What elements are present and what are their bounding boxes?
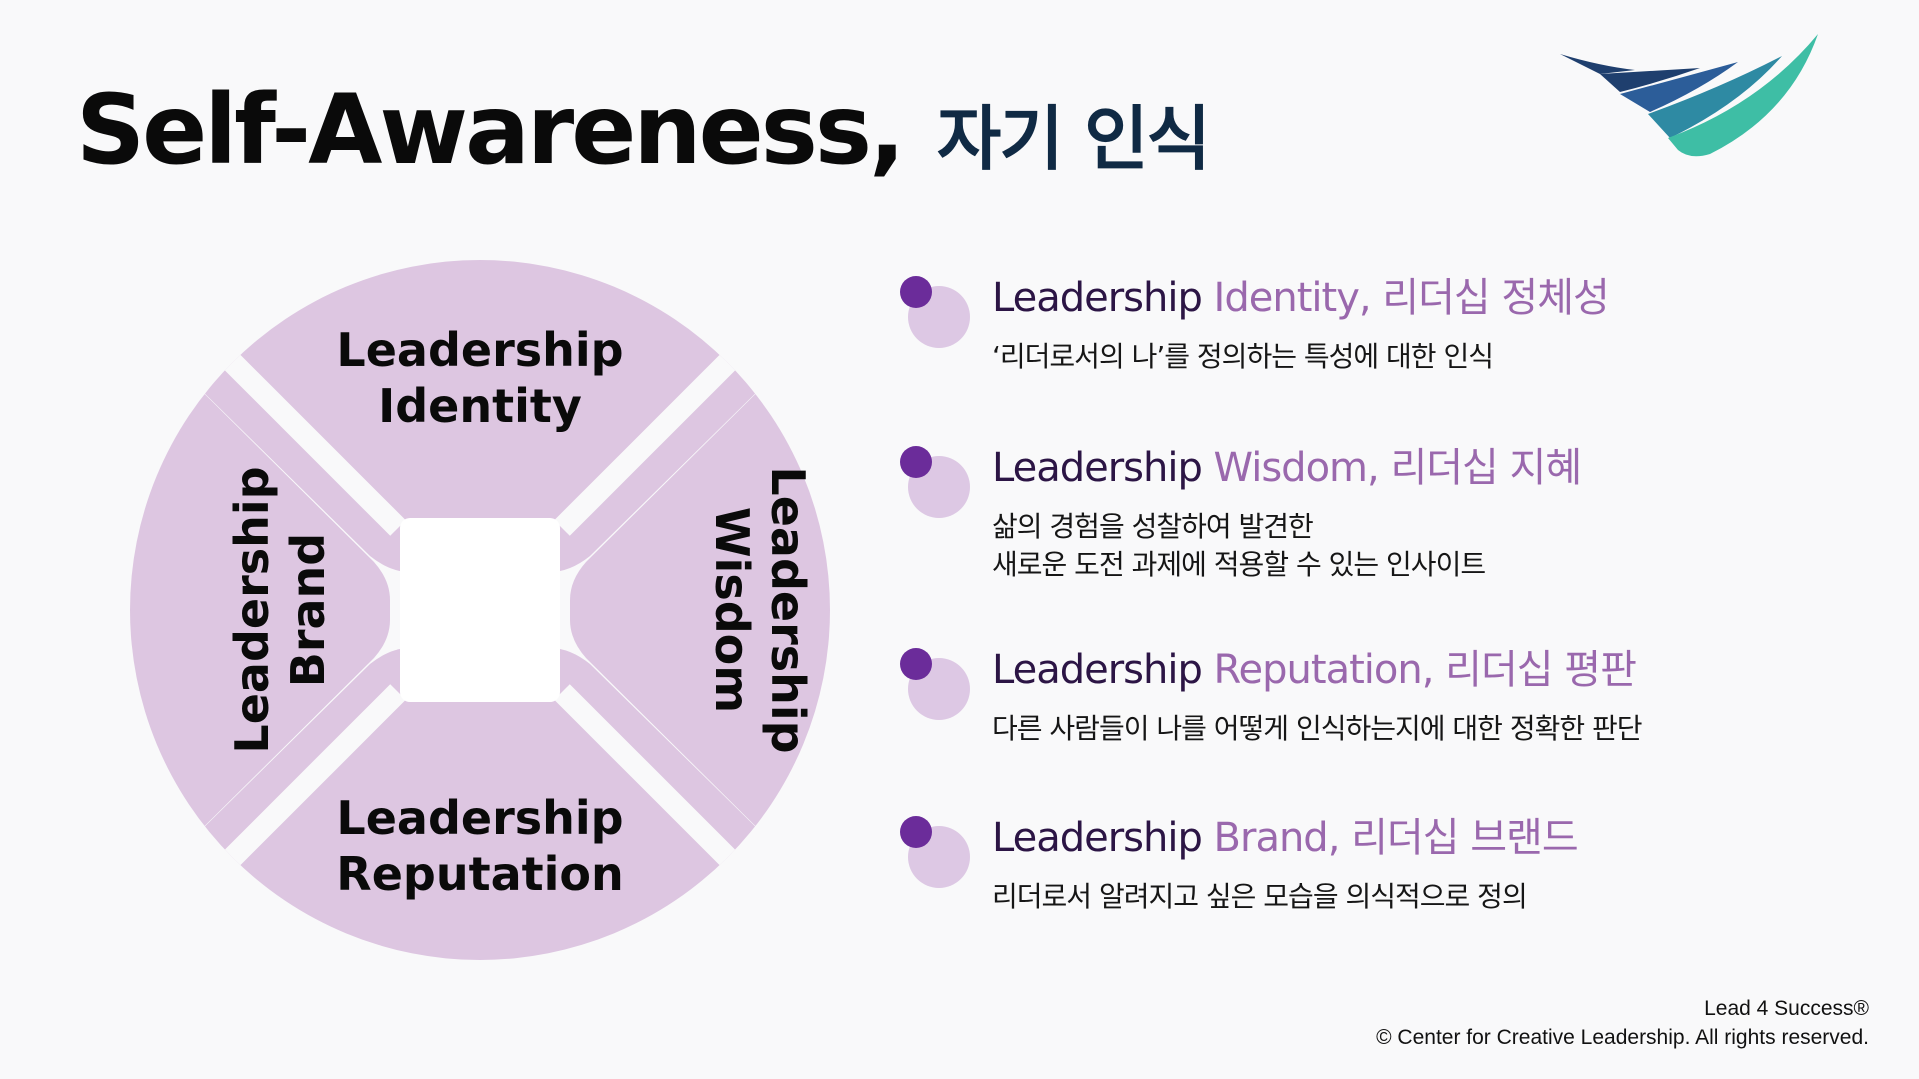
item-heading: Leadership Wisdom, 리더십 지혜 xyxy=(992,445,1582,491)
quadrant-label-brand: Leadership Brand xyxy=(224,460,336,760)
list-item-wisdom: Leadership Wisdom, 리더십 지혜 삶의 경험을 성찰하여 발견… xyxy=(900,440,1582,584)
center-square xyxy=(400,518,560,702)
label-line: Leadership xyxy=(225,466,279,754)
footer-line-2: © Center for Creative Leadership. All ri… xyxy=(1376,1026,1869,1049)
footer-line-1: Lead 4 Success® xyxy=(1704,997,1869,1020)
leadership-circle-diagram: Leadership Identity Leadership Reputatio… xyxy=(130,260,830,960)
list-item-reputation: Leadership Reputation, 리더십 평판 다른 사람들이 나를… xyxy=(900,642,1643,748)
label-line: Reputation xyxy=(336,847,624,901)
bullet-icon xyxy=(900,446,970,518)
item-description: ‘리더로서의 나’를 정의하는 특성에 대한 인식 xyxy=(992,340,1494,373)
circle-shape xyxy=(130,260,830,960)
list-item-identity: Leadership Identity, 리더십 정체성 ‘리더로서의 나’를 … xyxy=(900,270,1610,376)
label-line: Leadership xyxy=(336,323,624,377)
swoosh-logo-icon xyxy=(1560,34,1818,157)
item-description: 리더로서 알려지고 싶은 모습을 의식적으로 정의 xyxy=(992,880,1528,913)
quadrant-bottom xyxy=(130,648,830,960)
quadrant-label-identity: Leadership Identity xyxy=(330,322,630,434)
quadrant-left xyxy=(130,320,390,900)
quadrant-label-reputation: Leadership Reputation xyxy=(330,790,630,902)
bullet-icon xyxy=(900,276,970,348)
label-line: Brand xyxy=(281,532,335,688)
label-line: Identity xyxy=(378,379,582,433)
quadrant-right xyxy=(570,320,830,900)
label-line: Leadership xyxy=(761,466,815,754)
copyright-footer: Lead 4 Success® © Center for Creative Le… xyxy=(1376,994,1869,1052)
item-description: 다른 사람들이 나를 어떻게 인식하는지에 대한 정확한 판단 xyxy=(992,712,1643,745)
item-heading: Leadership Reputation, 리더십 평판 xyxy=(992,647,1637,693)
item-description: 삶의 경험을 성찰하여 발견한 새로운 도전 과제에 적용할 수 있는 인사이트 xyxy=(992,510,1486,581)
item-heading: Leadership Brand, 리더십 브랜드 xyxy=(992,815,1579,861)
label-line: Wisdom xyxy=(705,506,759,714)
page-title: Self-Awareness, 자기 인식 xyxy=(76,60,1211,209)
bullet-icon xyxy=(900,648,970,720)
quadrant-label-wisdom: Leadership Wisdom xyxy=(704,460,816,760)
list-item-brand: Leadership Brand, 리더십 브랜드 리더로서 알려지고 싶은 모… xyxy=(900,810,1579,916)
title-english: Self-Awareness, xyxy=(76,74,905,186)
quadrant-top xyxy=(130,260,830,572)
label-line: Leadership xyxy=(336,791,624,845)
bullet-icon xyxy=(900,816,970,888)
title-korean: 자기 인식 xyxy=(936,98,1211,180)
item-heading: Leadership Identity, 리더십 정체성 xyxy=(992,275,1610,321)
